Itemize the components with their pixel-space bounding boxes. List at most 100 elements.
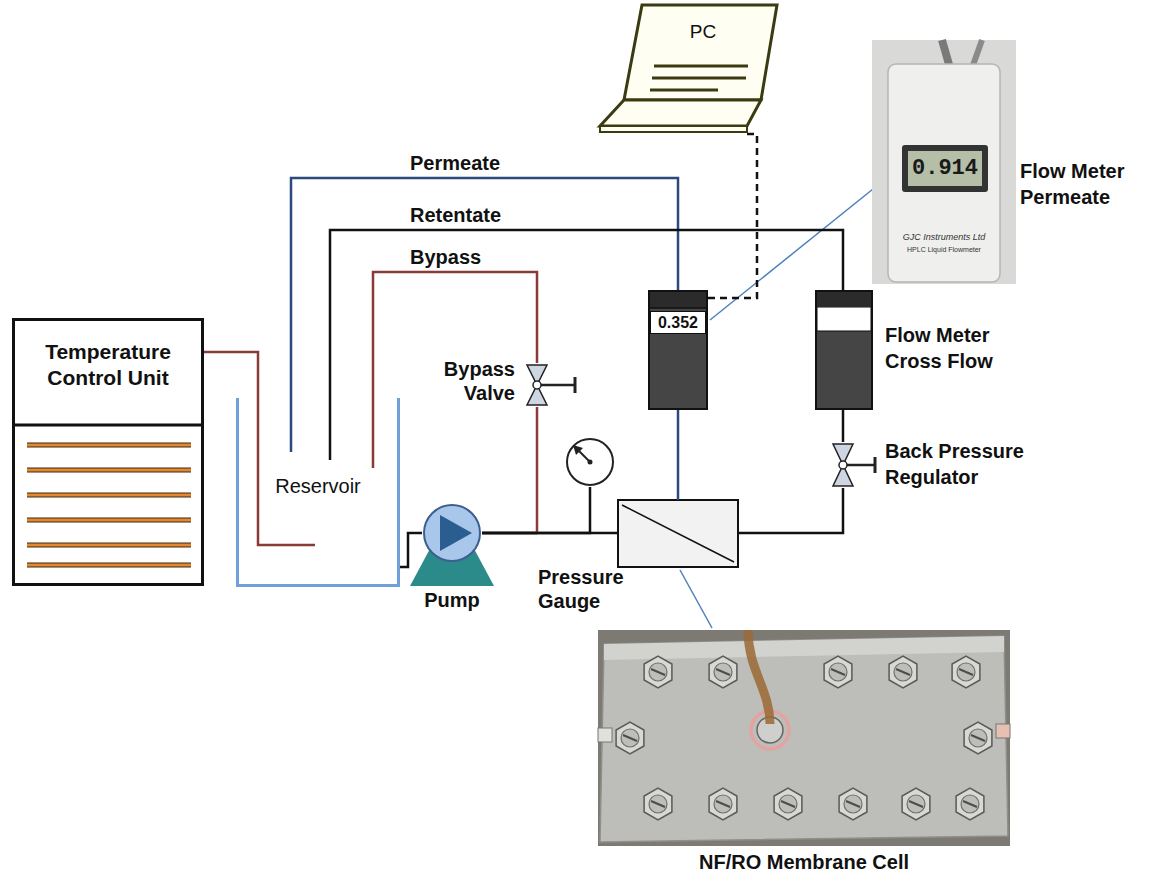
membrane-cell-photo-part: [621, 729, 639, 747]
membrane-cell-photo-part: [598, 630, 1010, 846]
pipe: [291, 178, 678, 452]
unit-title: Temperature Control Unit: [19, 339, 197, 391]
pipe: [400, 533, 422, 567]
laptop-part: [654, 65, 748, 68]
tank-label: Reservoir: [239, 474, 397, 498]
pipe-drawing: [738, 488, 843, 533]
pipe-line: [536, 407, 539, 533]
bypass-valve-part: [533, 381, 541, 389]
pump: Pump: [422, 503, 482, 563]
pressure-gauge-part: [567, 439, 613, 485]
temperature-control-unit-part: [27, 543, 191, 548]
bypass-valve: Bypass Valve: [525, 363, 549, 407]
membrane-cell-photo-part: [844, 795, 862, 813]
back-pressure-regulator-symbol: [831, 442, 855, 488]
pipe-drawing: [710, 185, 878, 320]
laptop-part: [652, 77, 746, 80]
pipe: [843, 410, 844, 442]
temperature-control-unit-part: [27, 444, 191, 447]
pipe-line: [482, 487, 590, 533]
flow-meter-photo-part: [872, 40, 1016, 284]
membrane-cell-photo-part: [909, 801, 923, 807]
reservoir-tank: Reservoir: [236, 398, 400, 587]
membrane-cell-photo-part: [996, 724, 1010, 738]
temperature-control-unit-part: [27, 544, 191, 547]
pipe-label: Retentate: [410, 204, 501, 226]
membrane-cell-photo-part: [971, 735, 985, 741]
membrane-cell-photo-part: [716, 801, 730, 807]
temperature-control-unit-part: [27, 563, 191, 568]
temperature-control-unit-part: [27, 468, 191, 473]
pipe-drawing: [618, 500, 738, 567]
bypass-valve-part: [574, 377, 577, 393]
flow-meter-photo-part: [908, 151, 982, 186]
pipe-drawing: [677, 410, 680, 500]
flow-meter-part: [817, 292, 871, 306]
temperature-control-unit-part: [27, 564, 191, 567]
membrane-cell-photo-part: [956, 788, 984, 820]
pipe-drawing: [680, 570, 712, 628]
back-pressure-regulator-part: [847, 464, 875, 467]
pipe-label: Permeate: [410, 152, 500, 174]
back-pressure-regulator-part: [839, 461, 847, 469]
temperature-control-unit-part: [27, 469, 191, 472]
laptop-part: [600, 100, 761, 126]
temperature-control-unit-part: [27, 494, 191, 497]
flow-meter-photo: 0.914GJC Instruments LtdHPLC Liquid Flow…: [872, 40, 1016, 284]
pump-label: Pump: [408, 588, 496, 612]
membrane-cell-photo-part: [952, 656, 980, 688]
pipe-line: [842, 410, 845, 442]
flow-meter-symbol: [650, 292, 706, 408]
membrane-cell-photo-part: [623, 735, 637, 741]
membrane-cell-photo-part: [644, 788, 672, 820]
membrane-cell-photo-part: [964, 722, 992, 754]
pressure-gauge-part: [573, 445, 583, 455]
membrane-cell-photo-part: [649, 663, 667, 681]
pipe-line: [291, 178, 678, 452]
flow-meter-part: [650, 307, 706, 309]
pressure-gauge-symbol: [565, 437, 615, 487]
laptop-symbol: [596, 2, 780, 134]
membrane-cell-photo-part: [716, 669, 730, 675]
membrane-cell-photo-part: [709, 656, 737, 688]
membrane-cell-photo: NF/RO Membrane Cell: [598, 630, 1010, 846]
membrane-cell-photo-part: [957, 663, 975, 681]
pressure-gauge: Pressure Gauge: [565, 437, 615, 487]
membrane-cell-photo-part: [604, 636, 1004, 660]
pipe: [482, 487, 590, 533]
pressure-gauge-part: [588, 460, 593, 465]
membrane-cell-photo-part: [902, 788, 930, 820]
flow-meter-part: [817, 307, 871, 331]
membrane-cell-photo-part: [748, 630, 770, 724]
pipe-line: [204, 352, 315, 545]
membrane-cell-photo-part: [651, 801, 665, 807]
membrane-cell-photo-part: [839, 788, 867, 820]
temperature-control-unit-part: [27, 443, 191, 448]
temperature-control-unit-part: [27, 519, 191, 522]
membrane-cell-photo-symbol: [598, 630, 1010, 846]
maker-mark: GJC Instruments Ltd: [890, 232, 998, 243]
membrane-cell-photo-part: [714, 795, 732, 813]
back-pressure-regulator-part: [874, 457, 877, 473]
temperature-control-unit-part: [27, 493, 191, 498]
pipe-line: [330, 230, 843, 460]
pump-part: [440, 515, 472, 551]
flow-meter-photo-part: [902, 145, 988, 192]
membrane-cell-photo-part: [649, 795, 667, 813]
bypass-valve-symbol: [525, 363, 549, 407]
computer-label: PC: [658, 20, 748, 44]
laptop: PC: [596, 2, 780, 134]
membrane-cell-photo-part: [600, 636, 1008, 842]
laptop-part: [624, 5, 777, 100]
membrane-cell-photo-part: [781, 801, 795, 807]
valve-label: Bypass Valve: [427, 357, 515, 405]
pipe-line: [400, 533, 422, 567]
back-pressure-regulator: Back Pressure Regulator: [831, 442, 855, 488]
flow-meter-part: [650, 292, 706, 308]
membrane-cell-photo-part: [644, 656, 672, 688]
pipe-drawing: [622, 505, 734, 562]
regulator-label: Back Pressure Regulator: [885, 438, 1050, 490]
membrane-cell-photo-part: [907, 795, 925, 813]
meter-label: Flow Meter Cross Flow: [885, 322, 1010, 374]
